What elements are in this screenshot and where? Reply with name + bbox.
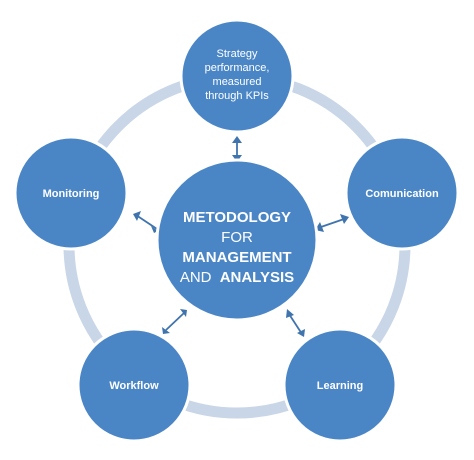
center-title-line4-analysis: ANALYSIS bbox=[220, 269, 294, 286]
center-node-circle bbox=[155, 158, 319, 322]
arrow-center-communication bbox=[317, 217, 348, 229]
arrow-center-monitoring bbox=[135, 214, 158, 230]
center-node: METODOLOGY FOR MANAGEMENT AND ANALYSIS bbox=[155, 158, 319, 322]
node-monitoring-circle bbox=[13, 135, 129, 251]
node-learning-circle bbox=[282, 327, 398, 443]
node-communication-circle bbox=[344, 135, 460, 251]
arrow-head bbox=[286, 309, 294, 318]
center-title-line3: MANAGEMENT bbox=[182, 249, 291, 266]
center-title-line4-and: AND bbox=[180, 269, 212, 286]
node-communication: Comunication bbox=[344, 135, 460, 251]
node-learning-label: Learning bbox=[317, 380, 363, 392]
node-strategy-label-line3: measured bbox=[213, 76, 262, 88]
node-strategy-circle bbox=[179, 18, 295, 134]
node-learning: Learning bbox=[282, 327, 398, 443]
center-title-line1: METODOLOGY bbox=[183, 209, 291, 226]
node-strategy-label-line1: Strategy bbox=[217, 48, 258, 60]
arrow-head bbox=[180, 309, 187, 317]
arrow-head bbox=[162, 327, 170, 334]
arrow-head bbox=[340, 214, 349, 224]
node-strategy-label-line4: through KPIs bbox=[205, 90, 269, 102]
arrow-head bbox=[232, 136, 242, 143]
arrow-center-learning bbox=[288, 313, 303, 335]
center-title-line4: AND ANALYSIS bbox=[180, 269, 294, 286]
node-workflow: Workflow bbox=[76, 327, 192, 443]
arrow-center-workflow bbox=[165, 312, 185, 331]
node-workflow-circle bbox=[76, 327, 192, 443]
center-title-line2: FOR bbox=[221, 229, 253, 246]
arrow-head bbox=[297, 329, 305, 337]
arrow-head bbox=[133, 211, 141, 221]
connector-arrows bbox=[133, 136, 349, 337]
node-strategy: Strategy performance, measured through K… bbox=[179, 18, 295, 134]
node-strategy-label-line2: performance, bbox=[205, 62, 270, 74]
node-monitoring-label: Monitoring bbox=[43, 188, 100, 200]
node-monitoring: Monitoring bbox=[13, 135, 129, 251]
node-communication-label: Comunication bbox=[365, 188, 439, 200]
node-workflow-label: Workflow bbox=[109, 380, 159, 392]
